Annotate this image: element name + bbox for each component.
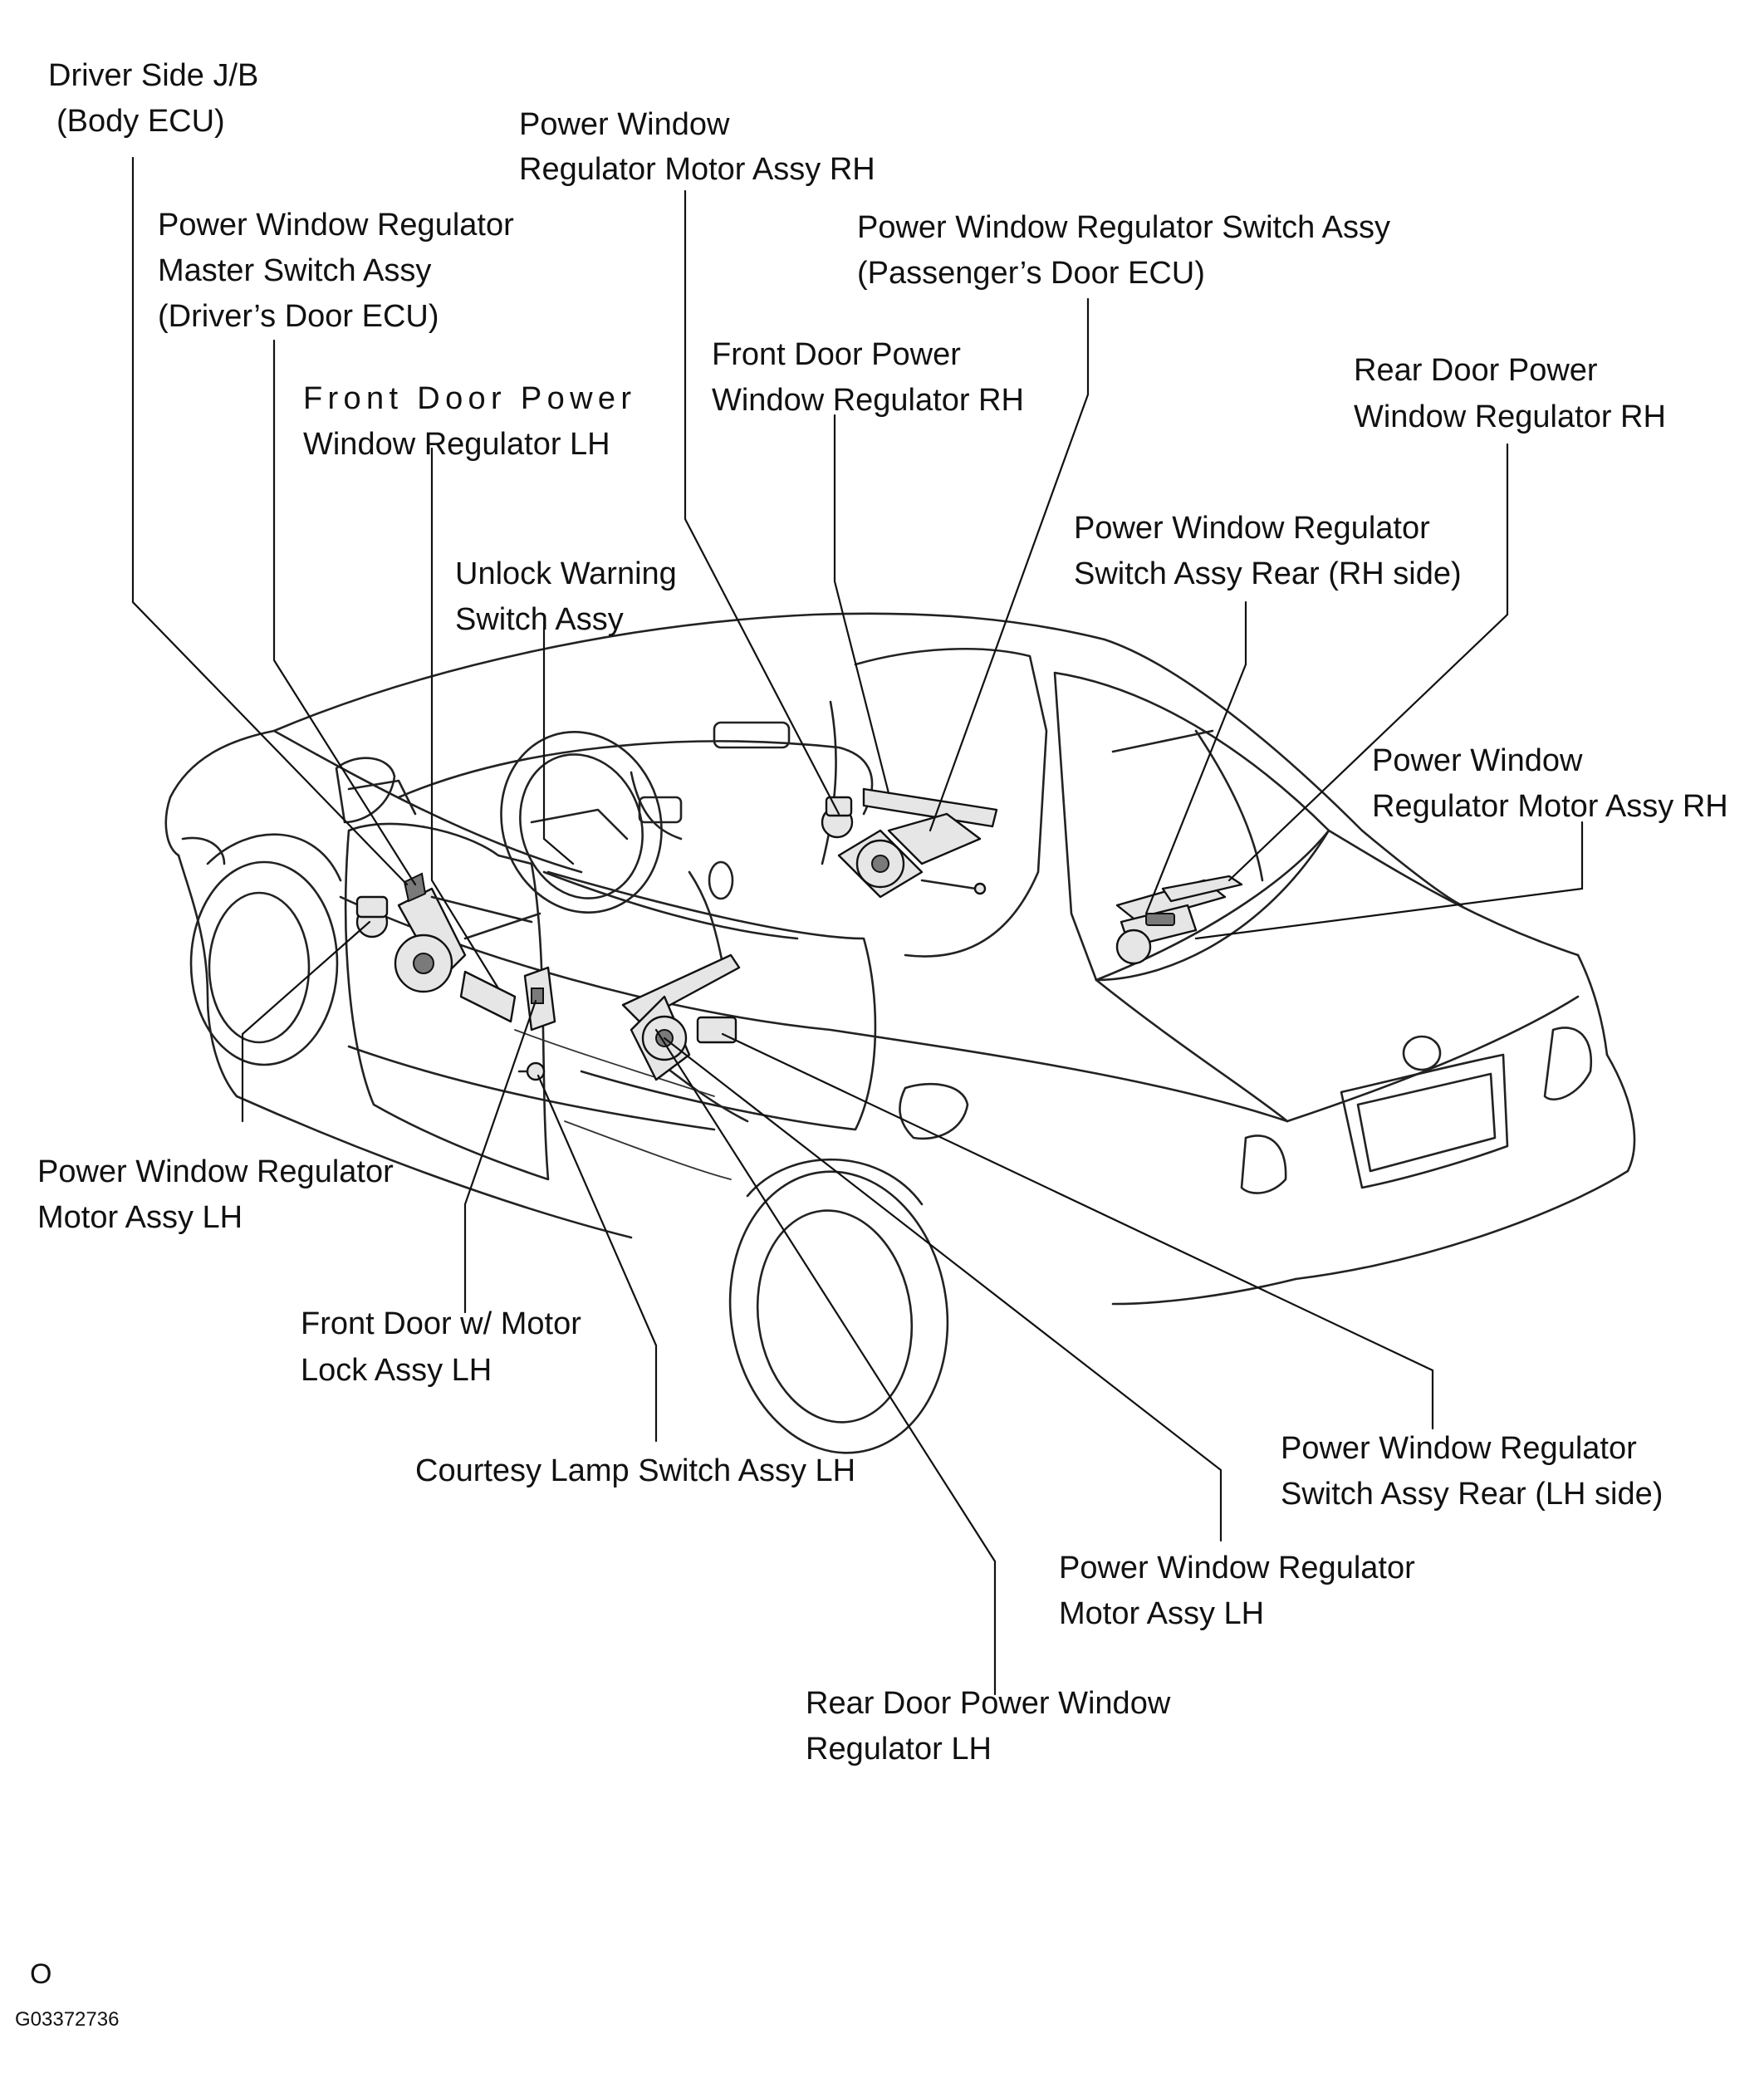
leader-rear-reg-lh — [654, 1028, 997, 1696]
label-motor-lh-front-line2: Motor Assy LH — [37, 1200, 243, 1235]
rear-regulator-rh-part — [1115, 875, 1243, 965]
label-pass-switch-line2: (Passenger’s Door ECU) — [857, 256, 1205, 291]
leader-rear-motor-rh — [1194, 821, 1584, 940]
label-courtesy-lamp: Courtesy Lamp Switch Assy LH — [415, 1453, 855, 1488]
label-front-reg-lh-line1: Front Door Power — [303, 381, 631, 416]
door-lock-lh-part — [523, 966, 556, 1032]
label-unlock-warning-line2: Switch Assy — [455, 602, 624, 637]
front-motor-rh-part — [821, 796, 854, 839]
label-motor-lh-front-line1: Power Window Regulator — [37, 1154, 394, 1189]
label-rear-motor-lh-line1: Power Window Regulator — [1059, 1551, 1415, 1585]
label-switch-rear-lh-line1: Power Window Regulator — [1281, 1431, 1637, 1466]
label-rear-reg-rh-line2: Window Regulator RH — [1354, 399, 1666, 434]
leader-rear-reg-rh — [1227, 443, 1509, 882]
component-parts — [355, 787, 1243, 1081]
leader-switch-rear-lh — [721, 1032, 1434, 1430]
label-switch-rear-rh-line2: Switch Assy Rear (RH side) — [1074, 556, 1462, 591]
label-rear-motor-lh-line2: Motor Assy LH — [1059, 1596, 1264, 1631]
label-switch-rear-lh-line2: Switch Assy Rear (LH side) — [1281, 1477, 1663, 1512]
leader-motor-lh-front — [241, 920, 371, 1123]
courtesy-switch-part — [517, 1061, 546, 1081]
leader-switch-rear-rh — [1144, 600, 1247, 915]
rear-regulator-lh-part — [621, 953, 741, 1081]
leader-courtesy — [537, 1074, 658, 1443]
master-switch-part — [403, 872, 427, 903]
car-body-drawing — [164, 612, 1636, 1454]
leader-front-reg-lh — [430, 447, 500, 990]
label-front-reg-rh-line2: Window Regulator RH — [712, 383, 1024, 418]
figure-code: G03372736 — [15, 2008, 119, 2031]
label-front-reg-lh-line2: Window Regulator LH — [303, 427, 610, 462]
label-driver-jb-line2: (Body ECU) — [56, 104, 225, 139]
label-rear-motor-rh-line2: Regulator Motor Assy RH — [1372, 789, 1728, 824]
label-rear-motor-rh-line1: Power Window — [1372, 743, 1583, 778]
label-master-switch-line1: Power Window Regulator — [158, 208, 514, 243]
label-pw-motor-rh-line2: Regulator Motor Assy RH — [519, 152, 875, 187]
leader-lines — [131, 156, 1584, 1696]
label-unlock-warning-line1: Unlock Warning — [455, 556, 677, 591]
label-door-lock-lh-line1: Front Door w/ Motor — [301, 1306, 581, 1341]
label-rear-reg-lh-line1: Rear Door Power Window — [806, 1686, 1171, 1721]
leader-front-reg-rh — [833, 414, 890, 795]
leader-driver-jb — [131, 156, 409, 886]
label-pw-motor-rh-line1: Power Window — [519, 107, 730, 142]
front-regulator-rh-part — [837, 787, 998, 899]
label-rear-reg-rh-line1: Rear Door Power — [1354, 353, 1598, 388]
label-rear-reg-lh-line2: Regulator LH — [806, 1732, 992, 1767]
leader-unlock-warning — [542, 625, 575, 865]
front-regulator-lh-part — [394, 887, 541, 1023]
label-pass-switch-line1: Power Window Regulator Switch Assy — [857, 210, 1390, 245]
leader-motor-rh — [684, 189, 840, 816]
label-driver-jb-line1: Driver Side J/B — [48, 58, 258, 93]
label-front-reg-rh-line1: Front Door Power — [712, 337, 961, 372]
leader-rear-motor-lh — [663, 1036, 1223, 1542]
leader-pass-switch — [929, 297, 1090, 832]
label-door-lock-lh-line2: Lock Assy LH — [301, 1353, 492, 1388]
figure-footer: O G03372736 — [15, 1958, 119, 2031]
figure-mark: O — [30, 1958, 51, 1990]
leader-door-lock — [463, 999, 537, 1314]
leader-master-switch — [272, 339, 417, 886]
label-master-switch-line3: (Driver’s Door ECU) — [158, 299, 439, 334]
label-master-switch-line2: Master Switch Assy — [158, 253, 431, 288]
callout-labels: Driver Side J/B (Body ECU) Power Window … — [37, 58, 1728, 1767]
front-motor-lh-part — [355, 895, 389, 938]
label-switch-rear-rh-line1: Power Window Regulator — [1074, 511, 1430, 546]
